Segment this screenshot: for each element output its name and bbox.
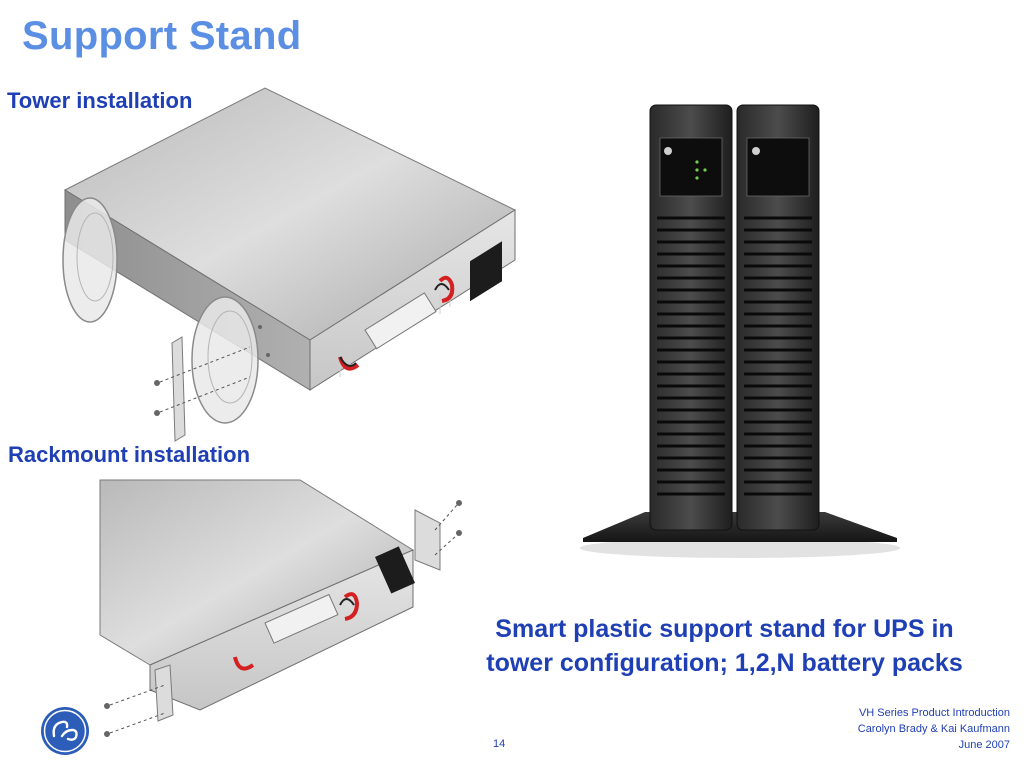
tower-installation-label: Tower installation	[7, 88, 193, 113]
tower-installation-illustration	[62, 87, 517, 442]
ups-tower-with-stand-illustration	[580, 104, 900, 558]
footer-line-date: June 2007	[958, 739, 1010, 751]
footer-line-series: VH Series Product Introduction	[858, 707, 1010, 719]
rackmount-installation-label: Rackmount installation	[8, 442, 251, 467]
rackmount-installation-illustration	[99, 479, 462, 737]
ge-monogram-logo-icon	[41, 707, 89, 755]
slide-title: Support Stand	[22, 14, 302, 58]
page-number: 14	[493, 738, 506, 750]
stand-caption: Smart plastic support stand for UPS in t…	[486, 615, 963, 677]
footer-line-authors: Carolyn Brady & Kai Kaufmann	[857, 723, 1010, 735]
footer-credits: VH Series Product Introduction Carolyn B…	[858, 705, 1010, 753]
